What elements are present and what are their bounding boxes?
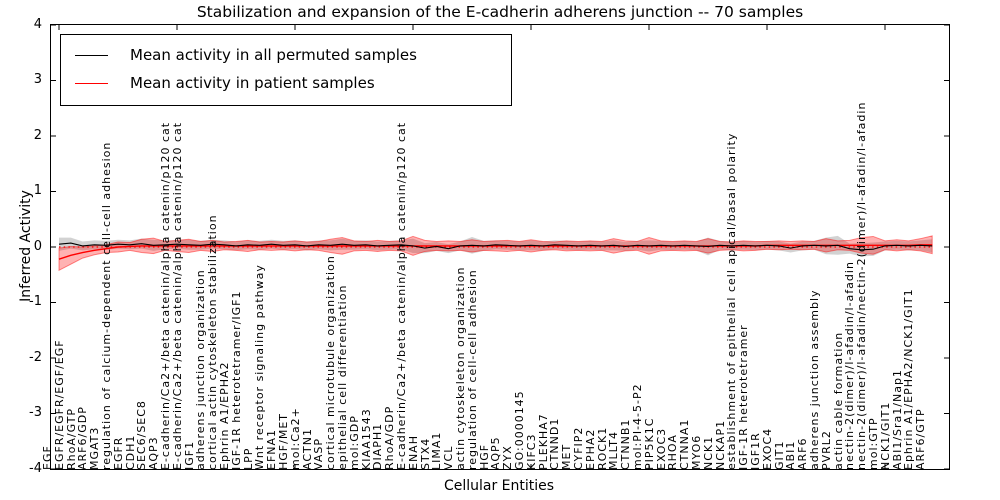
legend-line-patient-icon [75, 82, 108, 84]
patient-mean-line [58, 244, 933, 260]
x-axis-title: Cellular Entities [443, 478, 555, 494]
plot-area [50, 24, 950, 470]
y-tick-label: 1 [33, 183, 42, 198]
y-axis: -4 -3 -2 -1 0 1 2 3 4 [0, 0, 50, 500]
legend-item-patient: Mean activity in patient samples [75, 69, 501, 97]
legend: Mean activity in all permuted samples Me… [60, 34, 512, 106]
y-tick-label: 2 [33, 127, 42, 143]
y-tick-label: -2 [29, 349, 42, 365]
legend-item-permuted: Mean activity in all permuted samples [75, 41, 501, 69]
legend-label-patient: Mean activity in patient samples [130, 74, 375, 92]
legend-label-permuted: Mean activity in all permuted samples [130, 46, 417, 64]
y-tick-label: 4 [33, 16, 42, 32]
y-tick-label: -4 [29, 460, 42, 476]
patient-band [58, 235, 933, 272]
legend-line-permuted-icon [75, 54, 108, 56]
chart-canvas [51, 25, 949, 469]
y-tick-label: -1 [29, 294, 42, 309]
chart-title: Stabilization and expansion of the E-cad… [196, 3, 804, 21]
y-tick-label: 3 [33, 72, 42, 87]
permuted-mean-line [58, 242, 933, 251]
y-tick-label: 0 [33, 238, 42, 254]
y-tick-label: -3 [29, 405, 42, 420]
